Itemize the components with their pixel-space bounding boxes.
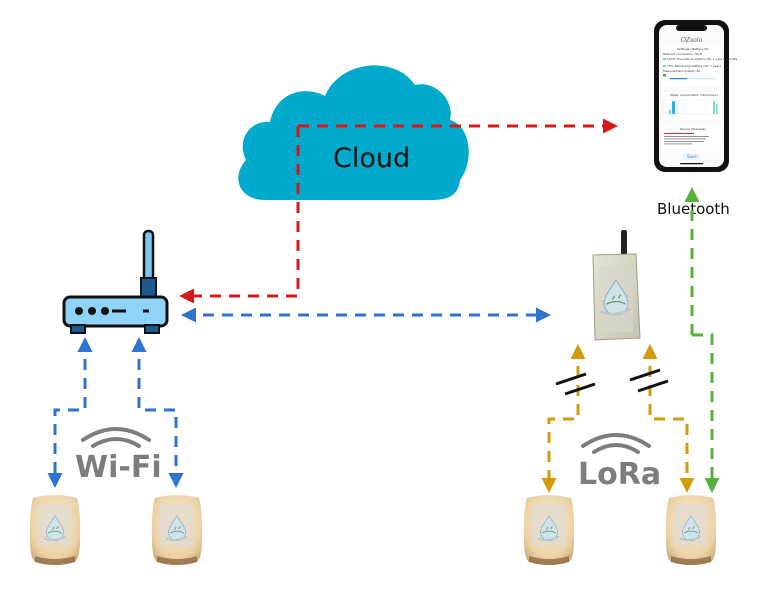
app-network-connection: Network connection: Wi-Fi xyxy=(663,52,702,56)
app-chart-title: Water consumption (litres/hour) xyxy=(670,93,718,97)
lora-label: LoRa xyxy=(578,457,661,492)
phone-notch xyxy=(676,25,707,31)
wifi-label: Wi-Fi xyxy=(75,450,162,485)
bluetooth-label: Bluetooth xyxy=(657,200,730,218)
cloud-to-router-link xyxy=(179,126,300,304)
wifi-router xyxy=(62,229,169,334)
wifi-sensor-2 xyxy=(152,495,202,565)
app-remaining-battery: 75% Remaining battery life: 1 years xyxy=(667,64,721,68)
app-quality-slider[interactable] xyxy=(670,78,687,80)
lora-sensor-2 xyxy=(666,495,716,565)
app-theoretical-battery: 100% Theoretical battery life: 1 year 6 … xyxy=(667,57,738,61)
bluetooth-link-down xyxy=(692,333,720,493)
router-wifi-sensor-1-link xyxy=(47,337,93,488)
smartphone: OZsolo Settings / Battery life Network c… xyxy=(654,20,738,172)
wifi-symbol-icon xyxy=(81,427,151,448)
app-save-button[interactable] xyxy=(683,153,700,160)
link-break-marks xyxy=(555,368,669,396)
lora-gateway xyxy=(592,230,641,341)
app-section-title: Settings / Battery life xyxy=(677,47,709,51)
app-measurement-quality: Measurement quality: 80 xyxy=(663,69,700,73)
app-save-label: Save xyxy=(687,154,697,159)
cloud-label: Cloud xyxy=(333,143,410,174)
lora-sensor-1 xyxy=(524,495,574,565)
cloud-shape xyxy=(238,65,469,200)
app-title: OZsolo xyxy=(681,37,703,44)
lora-symbol-icon xyxy=(581,433,651,454)
app-consumption-chart xyxy=(662,99,719,115)
wifi-sensor-1 xyxy=(30,495,80,565)
app-messages-title: Device Messages xyxy=(680,127,706,131)
gateway-lora-sensor-1-link xyxy=(541,344,586,493)
cloud: Cloud xyxy=(238,65,469,200)
